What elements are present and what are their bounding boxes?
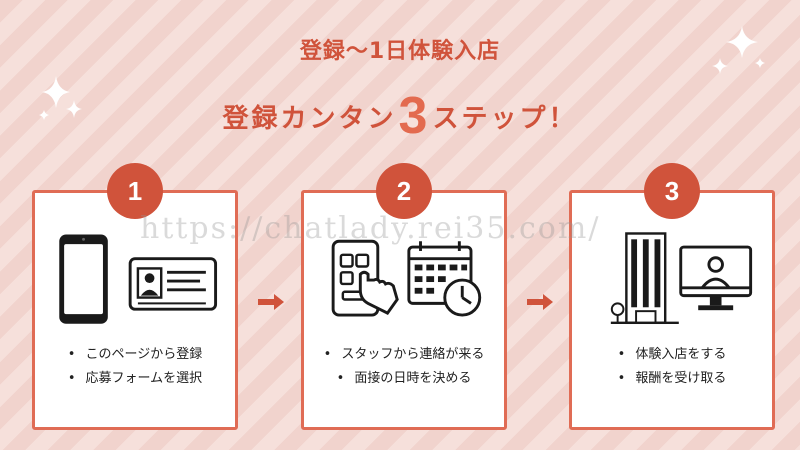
step-2-list: •スタッフから連絡が来る •面接の日時を決める	[304, 343, 504, 391]
step-badge: 3	[644, 163, 700, 219]
list-item: •報酬を受け取る	[617, 371, 727, 386]
building-icon	[610, 232, 679, 325]
sparkle-icon	[39, 76, 82, 120]
step-badge: 1	[107, 163, 163, 219]
list-item: •このページから登録	[67, 347, 203, 362]
step-1-list: •このページから登録 •応募フォームを選択	[35, 343, 235, 391]
list-item: •面接の日時を決める	[336, 371, 472, 386]
sparkle-icon	[712, 26, 765, 74]
subtitle-suffix: ステップ！	[432, 104, 578, 134]
video-call-icon	[679, 245, 753, 311]
list-item: •スタッフから連絡が来る	[323, 347, 485, 362]
step-card-1: 1 •このページから登録 •応募フォームを選択	[32, 163, 238, 430]
step-card-2: 2 •スタッフから連絡が来る •面接の日時を決める	[301, 163, 507, 430]
phone-tap-icon	[331, 239, 399, 317]
list-item: •応募フォームを選択	[67, 371, 203, 386]
step-1-illustration	[59, 234, 218, 324]
page-title: 登録〜1日体験入店	[299, 39, 501, 64]
subtitle-prefix: 登録カンタン	[222, 104, 397, 134]
step-3-list: •体験入店をする •報酬を受け取る	[572, 343, 772, 391]
calendar-clock-icon	[407, 241, 482, 317]
step-card-3: 3 •体験入店をする •報酬を受け取る	[569, 163, 775, 430]
arrow-right-icon	[527, 294, 553, 310]
arrow-right-icon	[258, 294, 284, 310]
subtitle-number: 3	[398, 87, 431, 145]
smartphone-icon	[59, 234, 108, 324]
id-card-icon	[128, 257, 218, 311]
list-item: •体験入店をする	[617, 347, 727, 362]
step-3-illustration	[610, 232, 753, 325]
step-2-illustration	[331, 239, 482, 317]
step-badge: 2	[376, 163, 432, 219]
page-subtitle: 登録カンタン3ステップ！	[0, 86, 800, 146]
